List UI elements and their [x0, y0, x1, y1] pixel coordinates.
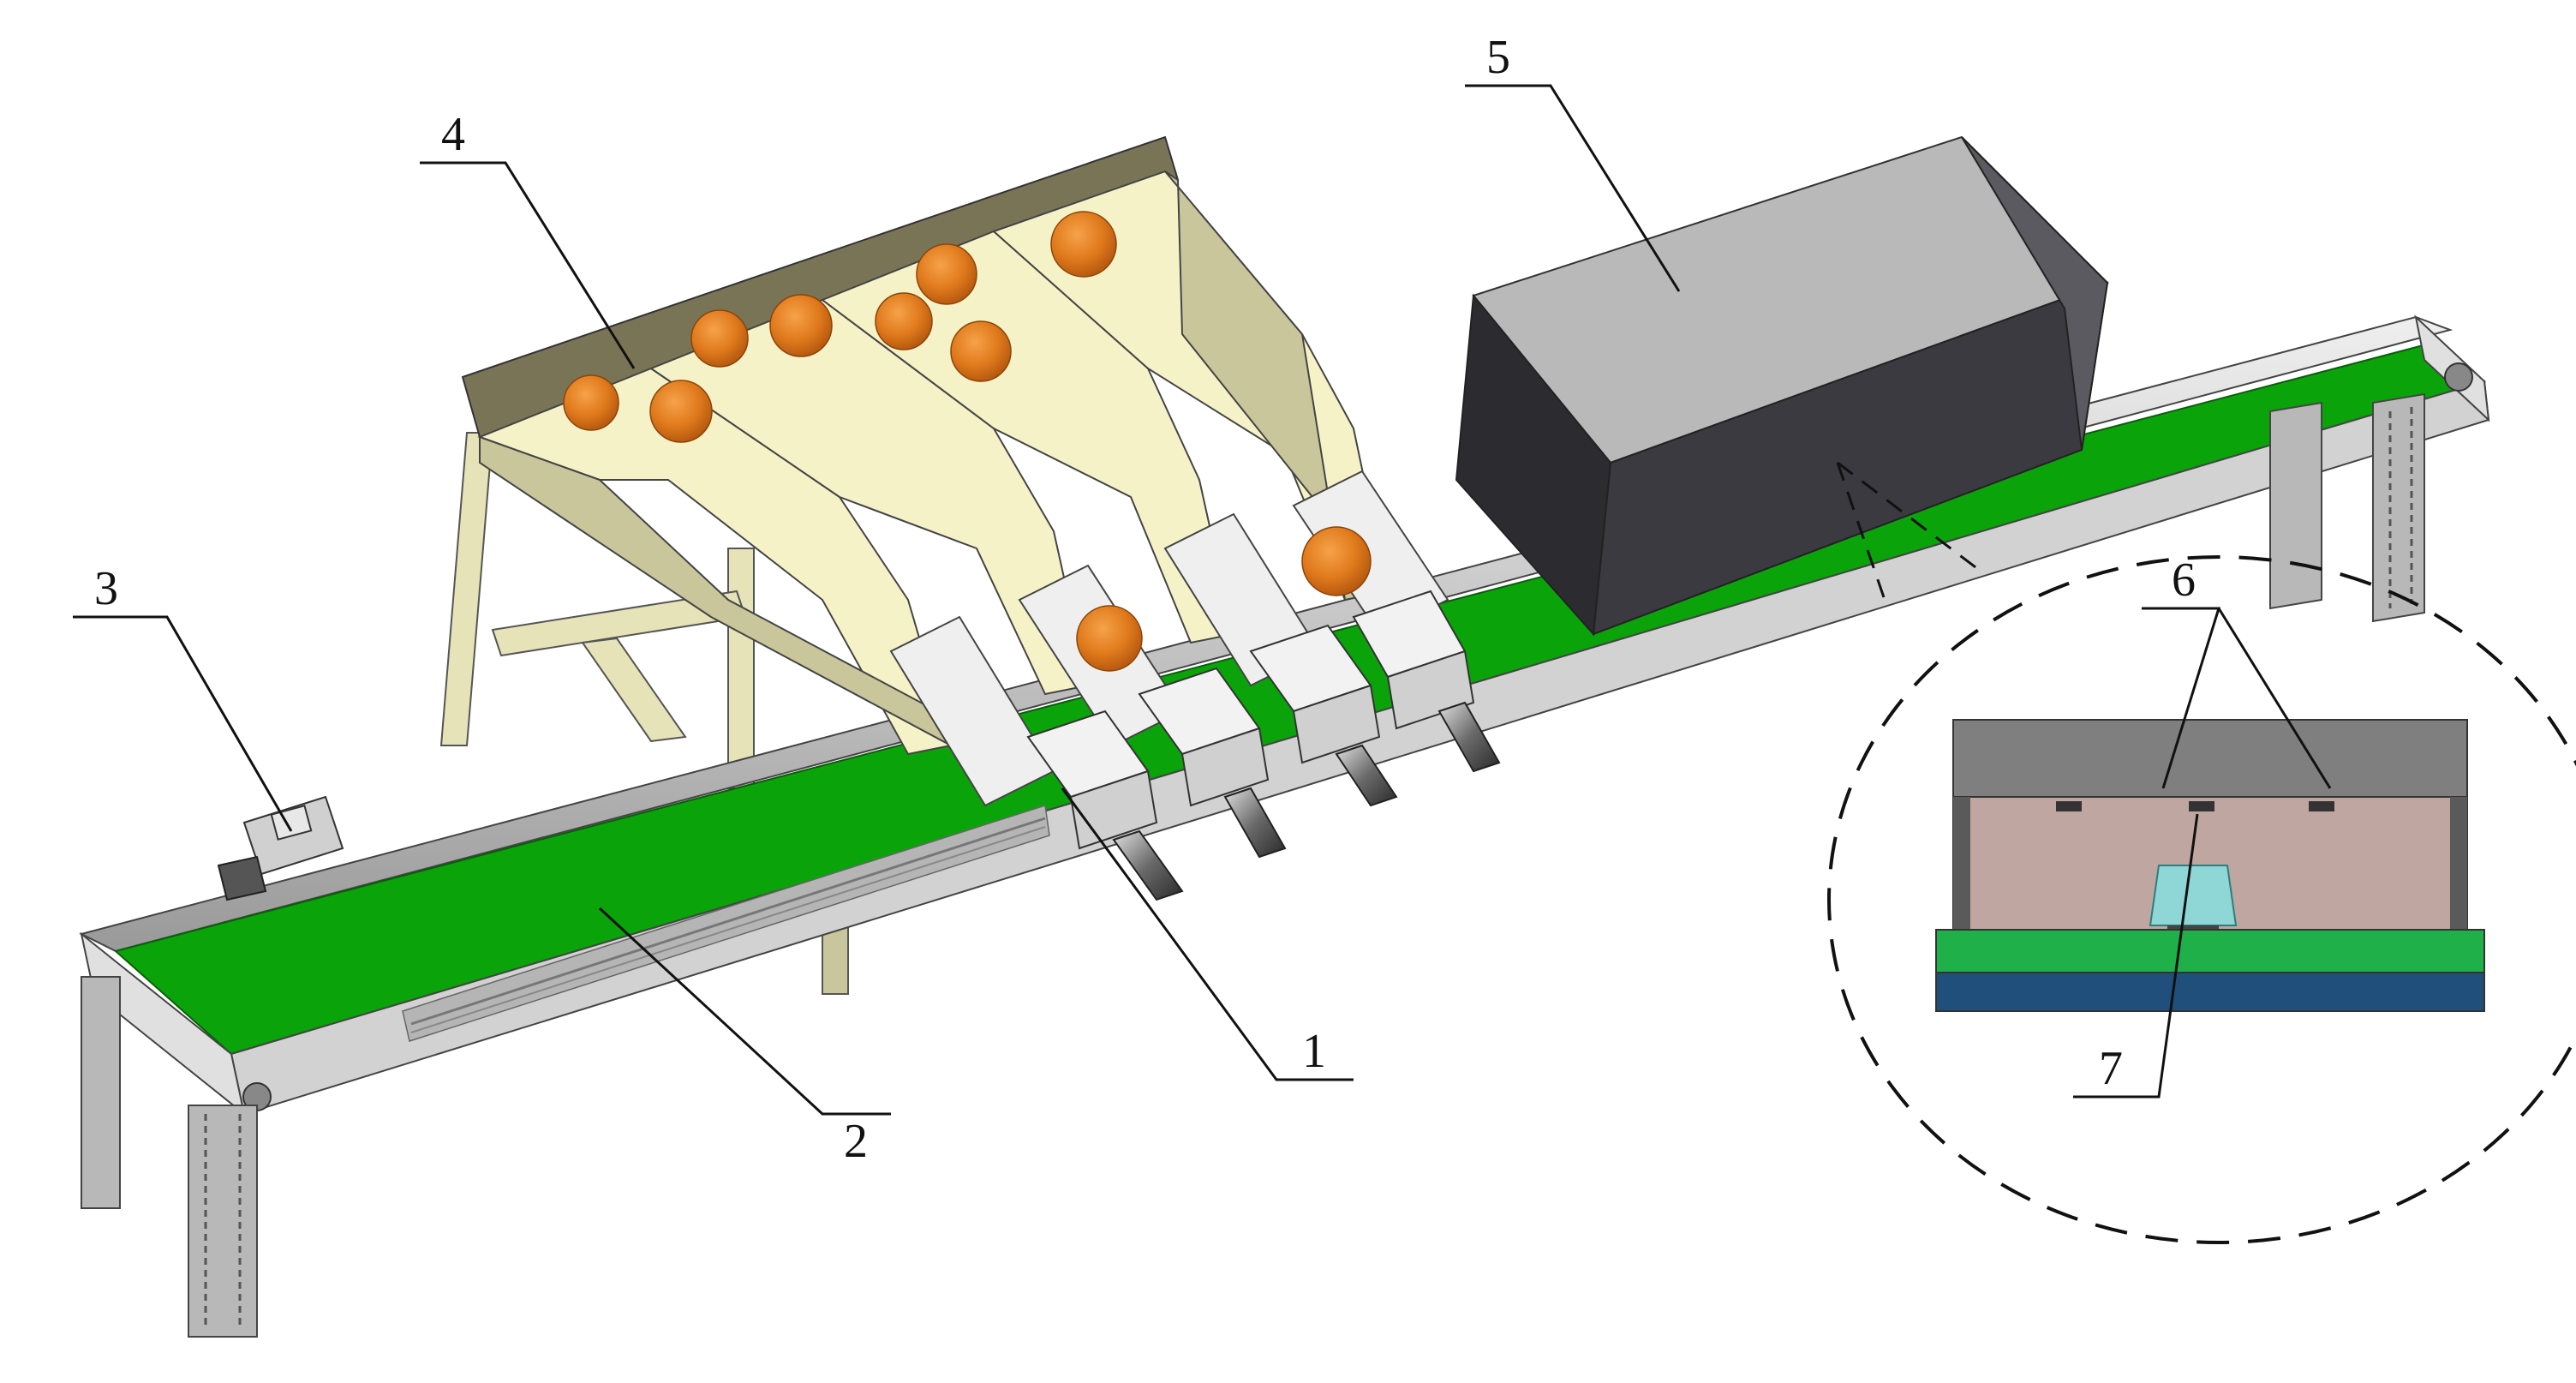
detail-pointer	[1836, 461, 1980, 601]
callout-labels: 4 5 3 2 1 6 7	[94, 31, 2196, 1168]
detail-inset	[1827, 555, 2576, 1244]
callout-4: 4	[441, 108, 465, 161]
callout-3: 3	[94, 562, 118, 615]
pusher-cylinder-icon	[1026, 590, 1501, 901]
callout-2: 2	[844, 1115, 868, 1168]
leader-lines	[73, 84, 2332, 1116]
fruit-icon	[563, 211, 1372, 672]
callout-1: 1	[1302, 1025, 1326, 1078]
callout-5: 5	[1486, 31, 1510, 84]
hopper-frame	[439, 432, 849, 995]
callout-6: 6	[2172, 554, 2196, 607]
callout-7: 7	[2099, 1042, 2123, 1095]
camera-box-icon	[1455, 135, 2109, 637]
conveyor-legs	[81, 392, 2425, 1338]
